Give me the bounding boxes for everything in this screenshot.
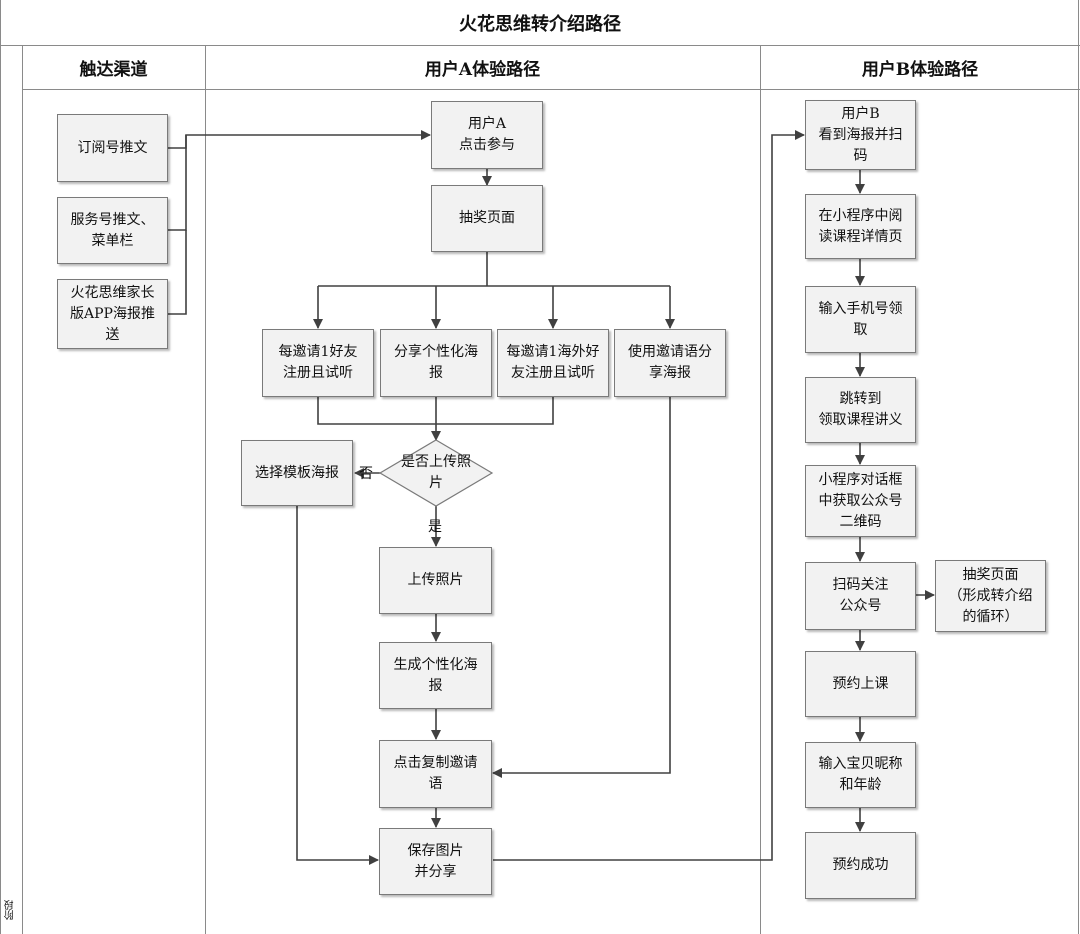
node-user-b-scan: 用户B 看到海报并扫 码 [805,100,916,170]
lane-header-user-b: 用户B体验路径 [760,46,1080,90]
node-app-push: 火花思维家长 版APP海报推 送 [57,279,168,349]
node-jump-notes: 跳转到 领取课程讲义 [805,377,916,443]
node-choose-template: 选择模板海报 [241,440,353,506]
decision-diamond [378,439,494,507]
node-subscription-post: 订阅号推文 [57,114,168,182]
label-no: 否 [359,466,373,482]
lane-header-channel: 触达渠道 [22,46,205,90]
node-service-account: 服务号推文、 菜单栏 [57,197,168,264]
edge-template-to-save [296,506,379,865]
left-border [0,0,1,934]
node-share-poster: 分享个性化海 报 [380,329,492,397]
node-upload-photo: 上传照片 [379,547,492,614]
node-use-invite-text: 使用邀请语分 享海报 [614,329,726,397]
node-invite-friend: 每邀请1好友 注册且试听 [262,329,374,397]
node-user-a-join: 用户A 点击参与 [431,101,543,169]
node-save-share: 保存图片 并分享 [379,828,492,895]
edge-service-to-click [168,135,187,231]
diagram-title: 火花思维转介绍路径 [0,0,1080,46]
edge-invitetext-to-copy [492,397,671,778]
node-read-course: 在小程序中阅 读课程详情页 [805,194,916,259]
node-invite-overseas: 每邀请1海外好 友注册且试听 [497,329,609,397]
node-lottery-loop: 抽奖页面 （形成转介绍 的循环） [935,560,1046,632]
right-border [1078,0,1079,934]
label-yes: 是 [428,519,442,535]
edge-app-to-click [168,230,187,315]
node-enter-phone: 输入手机号领 取 [805,286,916,353]
edge-save-to-userb [493,130,805,861]
edge-subscription-to-click [168,130,431,149]
node-baby-info: 输入宝贝昵称 和年龄 [805,742,916,808]
node-booking-success: 预约成功 [805,832,916,899]
node-lottery-page: 抽奖页面 [431,185,543,252]
node-book-class: 预约上课 [805,651,916,717]
lane-header-user-a: 用户A体验路径 [205,46,760,90]
lane-divider-2 [760,46,761,934]
lane-divider-1 [205,46,206,934]
node-generate-poster: 生成个性化海 报 [379,642,492,709]
node-follow-account: 扫码关注 公众号 [805,562,916,630]
node-get-qr: 小程序对话框 中获取公众号 二维码 [805,465,916,537]
node-copy-invite: 点击复制邀请 语 [379,740,492,808]
stage-lane-divider [22,46,23,934]
decision-upload-photo: 是否上传照 片 [401,454,471,491]
